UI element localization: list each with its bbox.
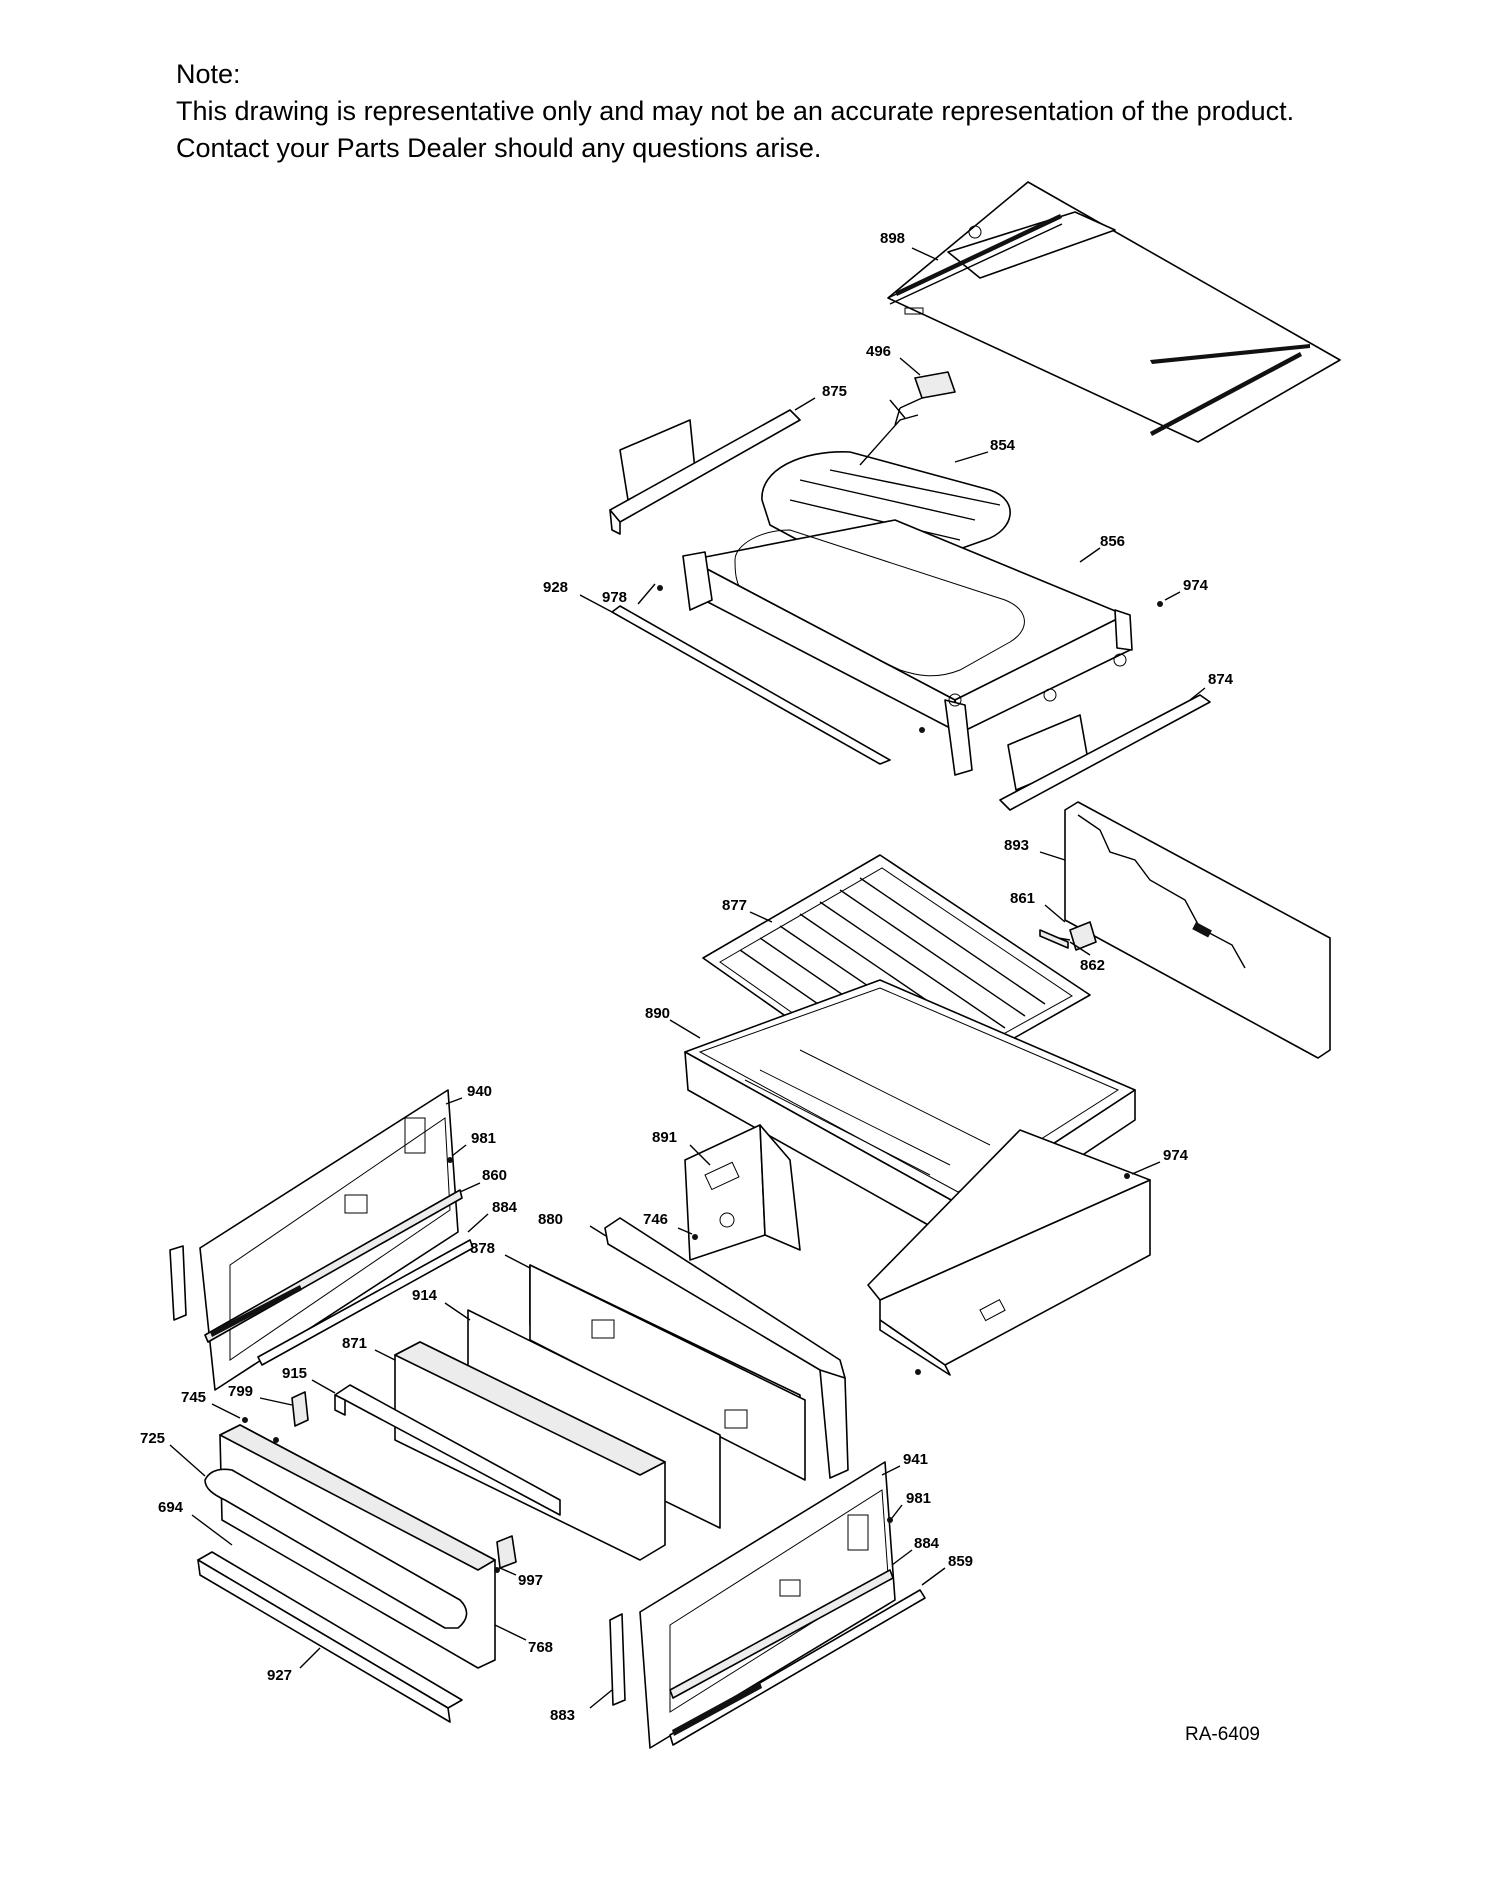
part-880-door-frame — [604, 1217, 849, 1479]
label-877: 877 — [722, 897, 747, 914]
part-883-side-trim — [609, 1613, 626, 1706]
label-880: 880 — [538, 1211, 563, 1228]
label-878: 878 — [470, 1240, 495, 1257]
label-871: 871 — [342, 1335, 367, 1352]
label-859: 859 — [948, 1553, 973, 1570]
part-871-door-insulation — [394, 1341, 666, 1561]
label-745: 745 — [181, 1389, 206, 1406]
label-768: 768 — [528, 1639, 553, 1656]
label-898: 898 — [880, 230, 905, 247]
label-799: 799 — [228, 1383, 253, 1400]
label-893: 893 — [1004, 837, 1029, 854]
label-928: 928 — [543, 579, 568, 596]
part-725-drawer-handle — [204, 1468, 468, 1629]
part-874-side-bracket — [999, 694, 1211, 811]
leader-lines — [169, 247, 1206, 1709]
label-862: 862 — [1080, 957, 1105, 974]
label-875: 875 — [822, 383, 847, 400]
part-915-handle-bracket — [334, 1384, 561, 1516]
part-997-bracket — [494, 1535, 517, 1573]
part-878-door-inner — [529, 1264, 806, 1481]
part-891-oven-body — [684, 1124, 1151, 1376]
label-941: 941 — [903, 1451, 928, 1468]
part-861-862-latch — [1039, 921, 1097, 951]
label-974-top: 974 — [1183, 577, 1209, 594]
label-978: 978 — [602, 589, 627, 606]
label-883: 883 — [550, 1707, 575, 1724]
part-928-trim-strip — [611, 605, 891, 765]
label-874: 874 — [1208, 671, 1234, 688]
label-915: 915 — [282, 1365, 307, 1382]
label-981-top: 981 — [471, 1130, 496, 1147]
label-981-bottom: 981 — [906, 1490, 931, 1507]
label-860: 860 — [482, 1167, 507, 1184]
part-898-top-panel — [887, 181, 1341, 443]
label-927: 927 — [267, 1667, 292, 1684]
part-799-bracket — [291, 1391, 309, 1427]
label-496: 496 — [866, 343, 891, 360]
note-line-1: This drawing is representative only and … — [176, 96, 1295, 126]
part-694-927-drawer-rail — [197, 1551, 463, 1723]
label-940: 940 — [467, 1083, 492, 1100]
disclaimer-note: Note: This drawing is representative onl… — [176, 56, 1294, 167]
note-line-2: Contact your Parts Dealer should any que… — [176, 133, 822, 163]
label-694: 694 — [158, 1499, 184, 1516]
diagram-reference-code: RA-6409 — [1185, 1724, 1260, 1745]
note-heading: Note: — [176, 59, 241, 89]
part-893-rear-panel — [1064, 801, 1331, 1059]
part-860-884-left-slides — [204, 1189, 474, 1366]
label-725: 725 — [140, 1430, 165, 1447]
label-914: 914 — [412, 1287, 438, 1304]
label-856: 856 — [1100, 533, 1125, 550]
part-856-oven-top — [682, 519, 1133, 776]
label-854: 854 — [990, 437, 1016, 454]
label-861: 861 — [1010, 890, 1035, 907]
label-891: 891 — [652, 1129, 677, 1146]
part-875-side-bracket — [609, 409, 801, 535]
label-974-bottom: 974 — [1163, 1147, 1189, 1164]
part-884-859-right-slides — [669, 1569, 926, 1746]
label-746: 746 — [643, 1211, 668, 1228]
part-496-connector — [889, 371, 956, 426]
part-labels: 898 496 875 854 856 978 928 974 874 893 … — [140, 230, 1234, 1724]
screws — [242, 585, 1163, 1523]
label-890: 890 — [645, 1005, 670, 1022]
label-884-top: 884 — [492, 1199, 518, 1216]
part-940-left-side-panel — [169, 1089, 459, 1391]
label-884-bottom: 884 — [914, 1535, 940, 1552]
label-997: 997 — [518, 1572, 543, 1589]
